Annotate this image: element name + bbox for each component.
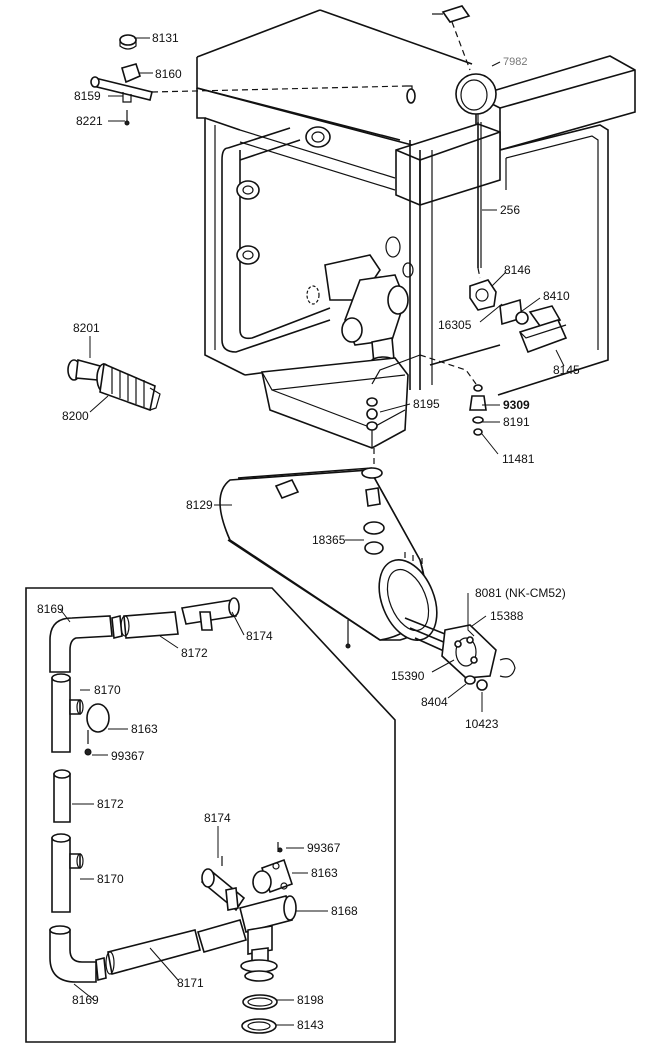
label-8145: 8145 bbox=[553, 363, 580, 377]
label-8404: 8404 bbox=[421, 695, 448, 709]
label-inset-8163-low: 8163 bbox=[311, 866, 338, 880]
label-inset-8174-top: 8174 bbox=[246, 629, 273, 643]
heating-element-8200 bbox=[67, 358, 161, 412]
label-inset-8143: 8143 bbox=[297, 1018, 324, 1032]
label-8081: 8081 (NK-CM52) bbox=[475, 586, 566, 600]
label-inset-99367-top: 99367 bbox=[111, 749, 145, 763]
label-8221: 8221 bbox=[76, 114, 103, 128]
thermometer-well-assembly bbox=[90, 34, 416, 126]
label-inset-8172-top: 8172 bbox=[181, 646, 208, 660]
heating-element-8081 bbox=[404, 617, 516, 691]
label-inset-8171: 8171 bbox=[177, 976, 204, 990]
temperature-gauge bbox=[432, 5, 497, 268]
label-8195: 8195 bbox=[413, 397, 440, 411]
internal-pipework bbox=[221, 126, 414, 368]
label-8129: 8129 bbox=[186, 498, 213, 512]
label-inset-8174-low: 8174 bbox=[204, 811, 231, 825]
part-labels: 8131 8160 8159 8221 7982 256 8146 8410 1… bbox=[37, 31, 580, 1032]
drip-tray bbox=[261, 357, 409, 449]
label-18365: 18365 bbox=[312, 533, 346, 547]
label-8410: 8410 bbox=[543, 289, 570, 303]
label-inset-8170-low: 8170 bbox=[97, 872, 124, 886]
label-inset-8163-top: 8163 bbox=[131, 722, 158, 736]
leader-lines bbox=[59, 37, 565, 1026]
label-256: 256 bbox=[500, 203, 520, 217]
label-8159: 8159 bbox=[74, 89, 101, 103]
machine-cabinet bbox=[196, 9, 636, 396]
label-inset-8169-top: 8169 bbox=[37, 602, 64, 616]
label-8201: 8201 bbox=[73, 321, 100, 335]
label-8191: 8191 bbox=[503, 415, 530, 429]
label-inset-8170-top: 8170 bbox=[94, 683, 121, 697]
label-8200: 8200 bbox=[62, 409, 89, 423]
label-8160: 8160 bbox=[155, 67, 182, 81]
label-inset-8168: 8168 bbox=[331, 904, 358, 918]
label-10423: 10423 bbox=[465, 717, 499, 731]
label-inset-8172-mid: 8172 bbox=[97, 797, 124, 811]
label-9309: 9309 bbox=[503, 398, 530, 412]
label-7982: 7982 bbox=[503, 56, 527, 68]
label-inset-99367-low: 99367 bbox=[307, 841, 341, 855]
label-11481: 11481 bbox=[502, 452, 535, 466]
label-inset-8169-bottom: 8169 bbox=[72, 993, 99, 1007]
label-15390: 15390 bbox=[391, 669, 425, 683]
label-16305: 16305 bbox=[438, 318, 472, 332]
pilot-light-assembly bbox=[469, 267, 568, 354]
label-8146: 8146 bbox=[504, 263, 531, 277]
boiler-tank bbox=[219, 448, 438, 649]
inset-detail-box bbox=[25, 587, 396, 1043]
label-inset-8198: 8198 bbox=[297, 993, 324, 1007]
label-8131: 8131 bbox=[152, 31, 179, 45]
drain-fittings bbox=[366, 354, 487, 436]
label-15388: 15388 bbox=[490, 609, 524, 623]
inset-pipework bbox=[49, 597, 297, 1034]
